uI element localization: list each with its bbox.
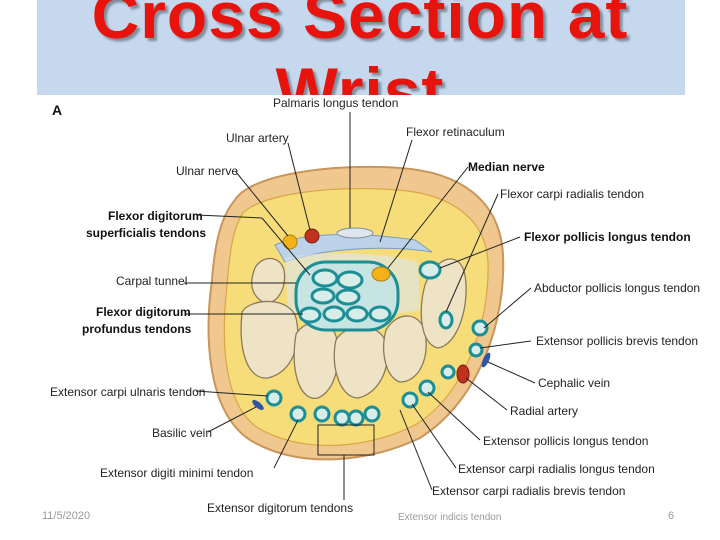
label-extensor-pollicis-longus: Extensor pollicis longus tendon — [483, 434, 649, 448]
label-extensor-carpi-radialis-brevis: Extensor carpi radialis brevis tendon — [432, 484, 626, 498]
label-flexor-retinaculum: Flexor retinaculum — [406, 125, 505, 139]
label-cephalic-vein: Cephalic vein — [538, 376, 611, 390]
cephalic-vein-shape — [481, 352, 491, 368]
label-basilic-vein: Basilic vein — [152, 426, 213, 440]
panel-letter: A — [52, 102, 63, 118]
flexor-tendon-group — [294, 260, 454, 332]
slide-date: 11/5/2020 — [42, 510, 91, 522]
label-fdp-line1: Flexor digitorum — [96, 305, 191, 319]
label-extensor-pollicis-brevis: Extensor pollicis brevis tendon — [536, 334, 699, 348]
extensor-tendon-group — [265, 319, 489, 427]
median-nerve-shape — [371, 266, 391, 282]
label-radial-artery: Radial artery — [510, 404, 579, 418]
label-extensor-digitorum: Extensor digitorum tendons — [207, 501, 354, 515]
label-flexor-carpi-radialis: Flexor carpi radialis tendon — [500, 187, 645, 201]
label-fds-line2: superficialis tendons — [86, 226, 207, 240]
label-ulnar-artery: Ulnar artery — [226, 131, 289, 145]
trapezium-bone — [383, 315, 427, 383]
label-extensor-carpi-radialis-longus: Extensor carpi radialis longus tendon — [458, 462, 655, 476]
ulnar-nerve-shape — [282, 234, 298, 250]
label-fdp-line2: profundus tendons — [82, 322, 192, 336]
basilic-vein-shape — [252, 399, 264, 411]
fpl-tendon — [418, 260, 442, 280]
hidden-footer-label: Extensor indicis tendon — [398, 512, 502, 523]
ulnar-artery-shape — [304, 228, 320, 244]
label-abductor-pollicis-longus: Abductor pollicis longus tendon — [534, 281, 701, 295]
label-ulnar-nerve: Ulnar nerve — [176, 164, 239, 178]
carpal-bones — [240, 257, 467, 399]
title-band: Cross Section at Wrist — [37, 0, 685, 95]
label-carpal-tunnel: Carpal tunnel — [116, 274, 188, 288]
leader-lines — [184, 112, 536, 500]
label-fds-line1: Flexor digitorum — [108, 209, 203, 223]
label-median-nerve: Median nerve — [468, 160, 545, 174]
slide-page-number: 6 — [668, 510, 675, 522]
radial-artery-shape — [456, 364, 470, 384]
label-extensor-digiti-minimi: Extensor digiti minimi tendon — [100, 466, 254, 480]
slide-title-line2: Wrist — [275, 54, 445, 95]
fcr-tendon — [438, 310, 454, 330]
pisiform-bone — [251, 257, 286, 304]
palmaris-longus-tendon-shape — [336, 227, 374, 239]
slide-title-line1: Cross Section at — [91, 0, 629, 52]
label-flexor-pollicis-longus: Flexor pollicis longus tendon — [524, 230, 691, 244]
label-palmaris-longus: Palmaris longus tendon — [272, 96, 400, 110]
label-extensor-carpi-ulnaris: Extensor carpi ulnaris tendon — [50, 385, 206, 399]
hamate-bone — [240, 300, 299, 379]
scaphoid-tubercle — [420, 258, 467, 349]
